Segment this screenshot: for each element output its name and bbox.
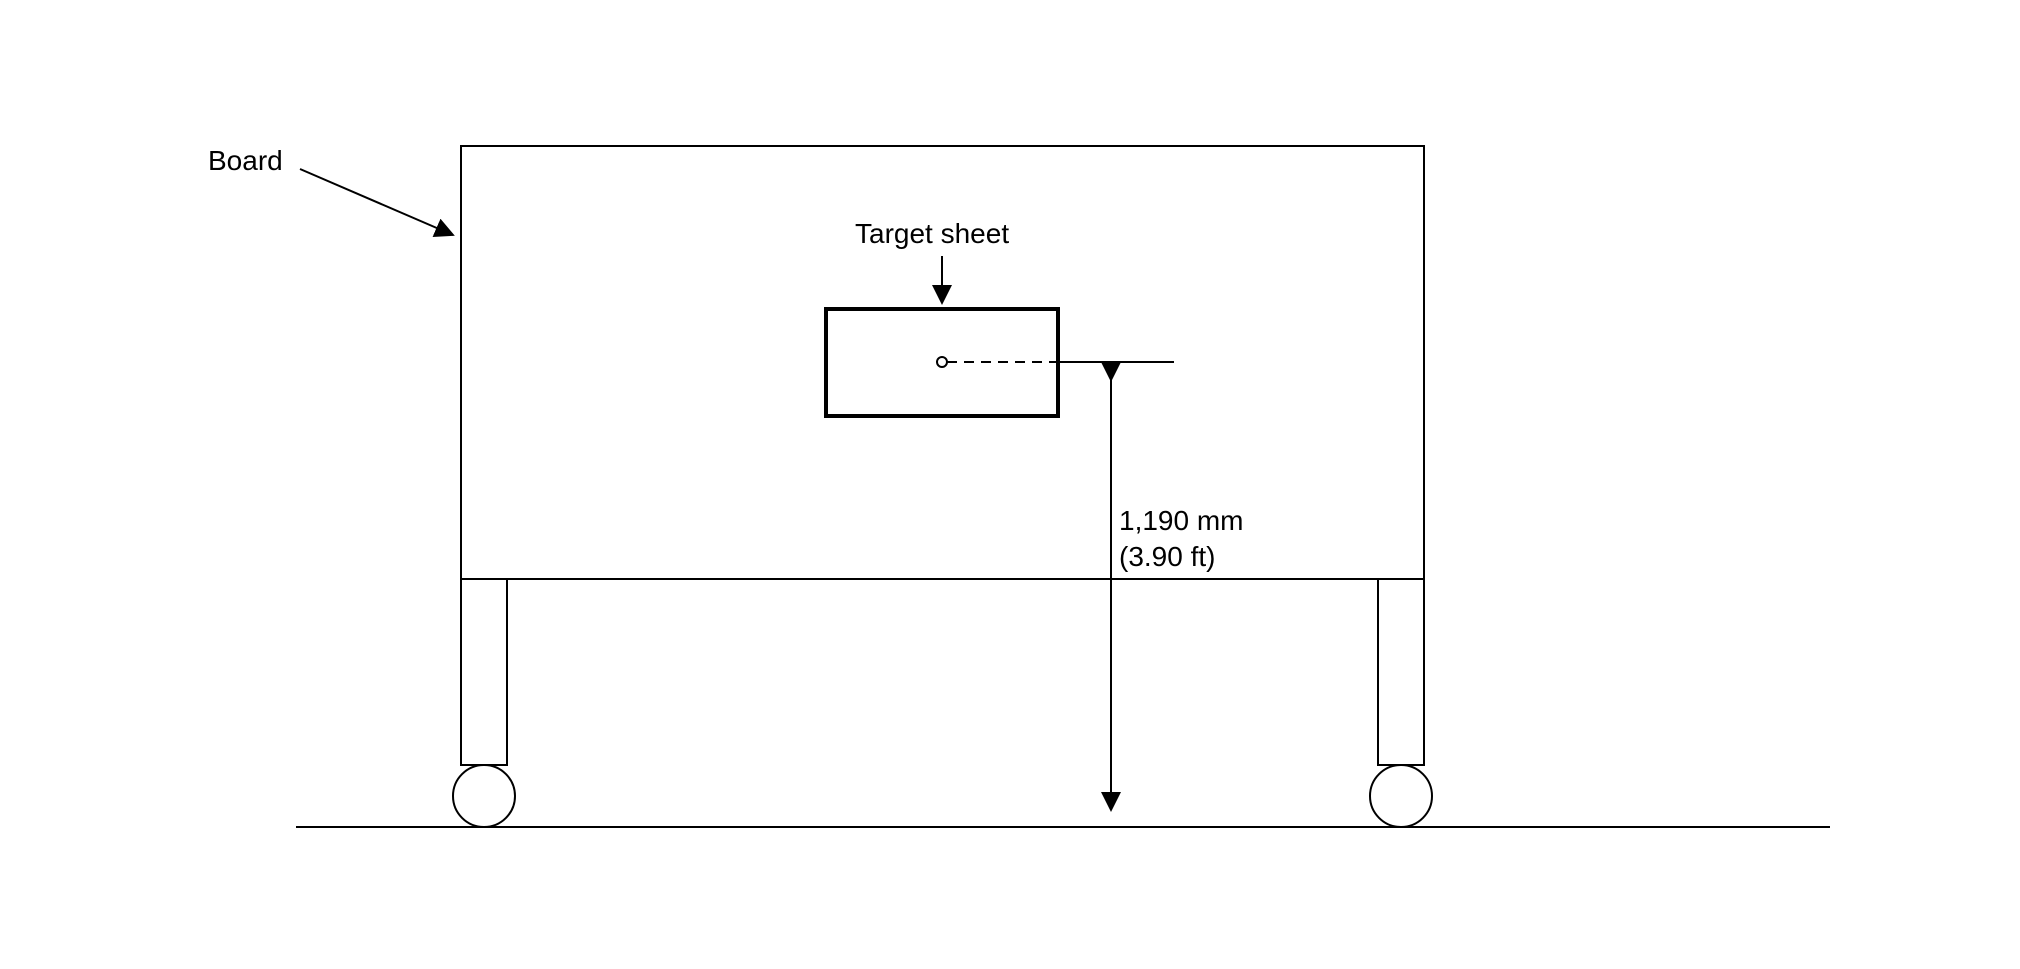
wheel-right — [1369, 764, 1433, 828]
board-leader-arrow — [299, 168, 455, 238]
wheel-left — [452, 764, 516, 828]
height-mm-label: 1,190 mm — [1119, 505, 1244, 536]
target-center-mark — [936, 356, 948, 368]
stand-leg-left — [460, 578, 508, 766]
height-ft-label: (3.90 ft) — [1119, 541, 1215, 572]
board-label: Board — [208, 145, 283, 176]
stand-leg-right — [1377, 578, 1425, 766]
target-sheet-label: Target sheet — [855, 218, 1009, 249]
board — [460, 145, 1425, 580]
